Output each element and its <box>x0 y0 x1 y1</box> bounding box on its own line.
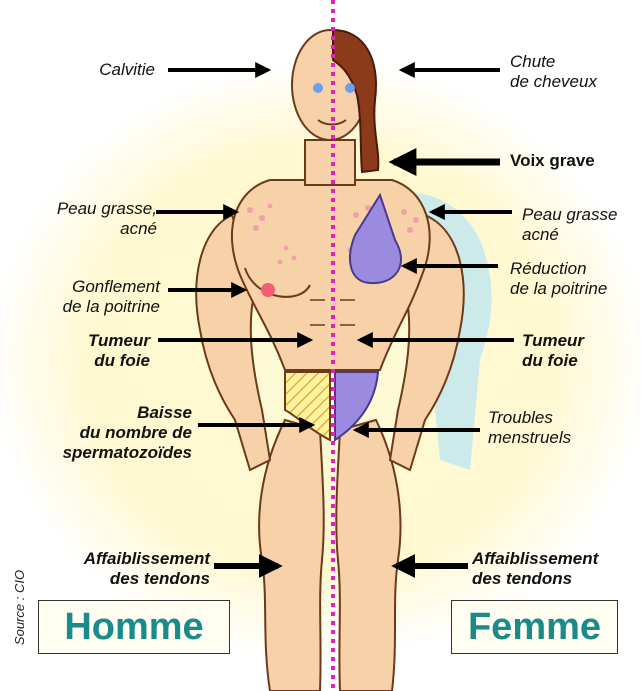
label-voix-grave: Voix grave <box>510 151 595 171</box>
femme-title: Femme <box>451 600 618 654</box>
label-calvitie: Calvitie <box>40 60 155 80</box>
neck <box>305 140 355 185</box>
male-nipple <box>261 283 275 297</box>
label-peau-grasse-homme: Peau grasse,acné <box>0 199 157 239</box>
left-eye <box>313 83 323 93</box>
source-credit: Source : CIO <box>12 570 27 645</box>
homme-title: Homme <box>38 600 230 654</box>
right-eye <box>345 83 355 93</box>
